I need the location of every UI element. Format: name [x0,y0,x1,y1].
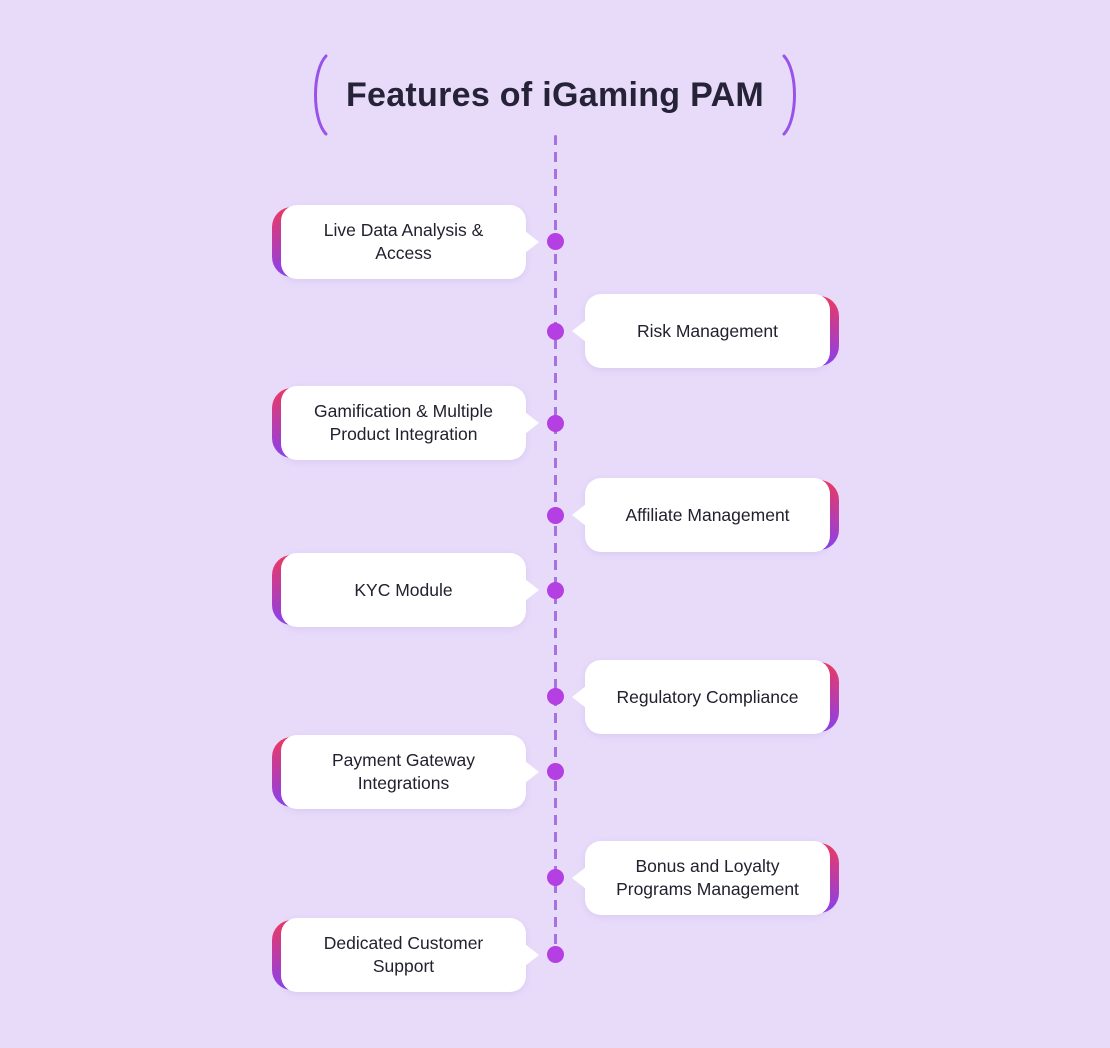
timeline-dot [547,763,564,780]
timeline-dot [547,233,564,250]
feature-card-label: Dedicated Customer Support [281,918,526,992]
feature-card-label: Payment Gateway Integrations [281,735,526,809]
feature-card-risk-management: Risk Management [572,294,839,368]
card-pointer-arrow [525,944,539,966]
timeline-dashed-line [554,135,557,957]
timeline-dot [547,946,564,963]
feature-card-label: Regulatory Compliance [585,660,830,734]
card-pointer-arrow [572,686,586,708]
card-pointer-arrow [525,761,539,783]
right-bracket-icon [782,54,797,136]
feature-card-label: KYC Module [281,553,526,627]
feature-card-customer-support: Dedicated Customer Support [272,918,539,992]
feature-card-label: Live Data Analysis & Access [281,205,526,279]
feature-card-kyc-module: KYC Module [272,553,539,627]
card-pointer-arrow [572,867,586,889]
timeline-dot [547,869,564,886]
card-pointer-arrow [525,412,539,434]
timeline-dot [547,582,564,599]
feature-card-gamification: Gamification & Multiple Product Integrat… [272,386,539,460]
feature-card-label: Bonus and Loyalty Programs Management [585,841,830,915]
card-pointer-arrow [572,504,586,526]
feature-card-label: Risk Management [585,294,830,368]
title-section: Features of iGaming PAM [0,52,1110,138]
feature-card-live-data-analysis: Live Data Analysis & Access [272,205,539,279]
feature-card-affiliate-management: Affiliate Management [572,478,839,552]
card-pointer-arrow [525,231,539,253]
timeline-dot [547,688,564,705]
card-pointer-arrow [572,320,586,342]
left-bracket-icon [313,54,328,136]
feature-card-payment-gateway: Payment Gateway Integrations [272,735,539,809]
feature-card-bonus-loyalty: Bonus and Loyalty Programs Management [572,841,839,915]
card-pointer-arrow [525,579,539,601]
timeline-dot [547,507,564,524]
feature-card-regulatory-compliance: Regulatory Compliance [572,660,839,734]
feature-card-label: Affiliate Management [585,478,830,552]
page-title: Features of iGaming PAM [345,75,765,114]
timeline-dot [547,415,564,432]
timeline-dot [547,323,564,340]
feature-card-label: Gamification & Multiple Product Integrat… [281,386,526,460]
